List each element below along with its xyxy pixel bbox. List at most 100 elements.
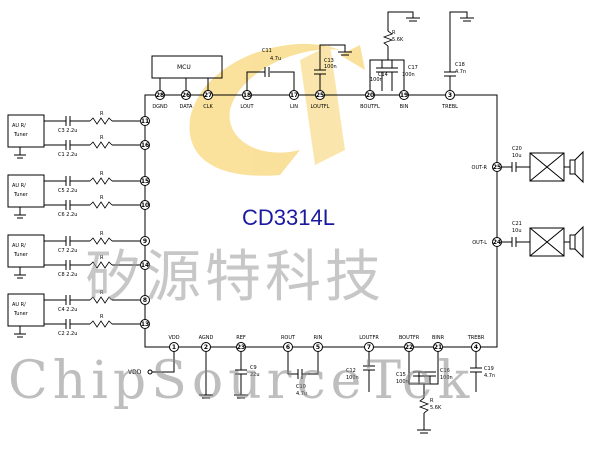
c10-label: C10 (296, 384, 306, 390)
pin-number: 7 (367, 344, 371, 351)
pin-number: 27 (204, 92, 212, 99)
resistor-label: R (100, 290, 104, 296)
pin-number: 13 (141, 321, 149, 328)
c13-value: 100n (324, 64, 337, 70)
tuner-label-1: AU R/ (12, 302, 26, 308)
pin-number: 4 (474, 344, 478, 351)
c12-value: 100n (346, 375, 359, 381)
pin-number: 16 (141, 142, 149, 149)
pin-label: TREBR (467, 335, 485, 341)
pin-label: REF (236, 335, 246, 341)
c17-value: 100n (402, 72, 415, 78)
pin-14 (140, 260, 150, 270)
c11-value: 4.7u (270, 56, 281, 62)
tuner-label-2: Tuner (13, 132, 29, 138)
c19-value: 4.7n (484, 373, 495, 379)
watermark-cn: 矽源特科技 (85, 245, 385, 310)
c19-label: C19 (484, 366, 494, 372)
c11-label: C11 (262, 48, 272, 54)
cap-label: C1 2.2u (58, 152, 77, 158)
pin-label: BOUTFL (360, 104, 380, 110)
pin-number: 18 (243, 92, 251, 99)
tuner-box (7, 174, 45, 208)
r-top-label: R (392, 30, 396, 36)
pin-label: LOUTFR (359, 335, 379, 341)
c20-label: C20 (512, 146, 522, 152)
speaker-right-icon (569, 150, 584, 184)
pin-label: RIN (314, 335, 323, 341)
c15-value: 100n (396, 379, 409, 385)
resistor-label: R (100, 135, 104, 141)
pin-number: 11 (141, 118, 149, 125)
pin-label: DGND (152, 104, 167, 110)
tuner-label-1: AU R/ (12, 123, 26, 129)
tuner-box (7, 234, 45, 268)
c18-label: C18 (455, 62, 465, 68)
watermark-logo (189, 43, 365, 176)
pin-label: TREBL (441, 104, 458, 110)
pin-number: 6 (286, 344, 290, 351)
pin-number: 9 (143, 238, 147, 245)
pin-10 (140, 200, 150, 210)
tuner-label-1: AU R/ (12, 183, 26, 189)
pin-15 (140, 176, 150, 186)
tuner-box (7, 114, 45, 148)
pin-number: 1 (172, 344, 176, 351)
pin-label: LOUTFL (311, 104, 330, 110)
pin-number: 23 (237, 344, 245, 351)
pin-label: LOUT (240, 104, 254, 110)
cap-label: C2 2.2u (58, 331, 77, 337)
tuner-label-2: Tuner (13, 192, 29, 198)
cap-label: C8 2.2u (58, 272, 77, 278)
c15-label: C15 (396, 372, 406, 378)
resistor-label: R (100, 111, 104, 117)
tuner-label-2: Tuner (13, 252, 29, 258)
pin-number: 21 (434, 344, 442, 351)
r-top-value: 5.6K (392, 37, 404, 43)
c14-label: C14 (378, 72, 388, 78)
mcu-label: MCU (177, 64, 191, 71)
resistor-label: R (100, 314, 104, 320)
pin-11 (140, 116, 150, 126)
pin-number: 8 (143, 297, 147, 304)
pin-label: BINR (432, 335, 445, 341)
pin-24 (492, 237, 502, 247)
pin-number: 28 (156, 92, 164, 99)
cap-label: C7 2.2u (58, 248, 77, 254)
c21-label: C21 (512, 221, 522, 227)
r-bot-label: R (430, 398, 434, 404)
chip-name: CD3314L (242, 205, 335, 230)
pin-label: BIN (400, 104, 409, 110)
pin-label: OUT-L (472, 240, 487, 246)
pin-25 (492, 162, 502, 172)
c13-label: C13 (324, 58, 334, 64)
pin-label: AGND (199, 335, 214, 341)
pin-number: 25 (493, 164, 501, 171)
c9-label: C9 (250, 365, 257, 371)
tuner-label-1: AU R/ (12, 243, 26, 249)
c16-value: 100n (440, 375, 453, 381)
resistor-label: R (100, 195, 104, 201)
watermark-en: ChipSourceTek (8, 351, 474, 411)
cap-label: C4 2.2u (58, 307, 77, 313)
pin-number: 22 (405, 344, 413, 351)
cap-label: C3 2.2u (58, 128, 77, 134)
tuner-label-2: Tuner (13, 311, 29, 317)
c14-value: 100n (370, 77, 383, 83)
resistor-label: R (100, 231, 104, 237)
bottom-pins: 1VDD2AGND23REF6ROUT5RIN7LOUTFR22BOUTFR21… (168, 335, 485, 352)
pin-label: CLK (203, 104, 213, 110)
pin-label: LIN (290, 104, 298, 110)
vdd-label: VDD (128, 369, 142, 376)
pin-number: 2 (204, 344, 208, 351)
top-pins: 28DGND26DATA27CLK18LOUT17LIN25LOUTFL20BO… (152, 90, 458, 110)
pin-label: DATA (180, 104, 193, 110)
cap-label: C6 2.2u (58, 212, 77, 218)
